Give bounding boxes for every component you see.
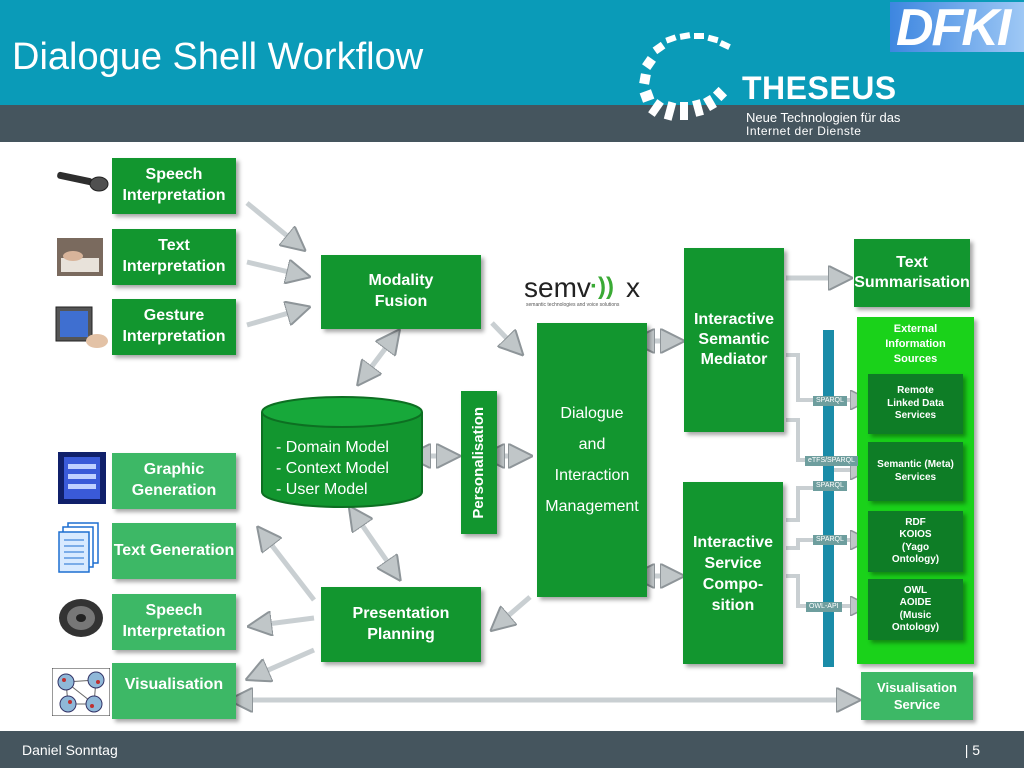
header-subbar xyxy=(0,105,1024,142)
text-generation-box: Text Generation xyxy=(112,523,236,579)
models-list: - Domain Model - Context Model - User Mo… xyxy=(276,437,389,500)
page-title: Dialogue Shell Workflow xyxy=(12,36,424,78)
graphic-display-icon xyxy=(58,452,106,504)
personalisation-label: Personalisation xyxy=(470,406,488,519)
semvox-logo: semv ·)) x semantic technologies and voi… xyxy=(524,272,654,312)
rdf-koios-box: RDF KOIOS (Yago Ontology) xyxy=(868,511,963,572)
theseus-logo-icon xyxy=(639,32,731,121)
page-number: | 5 xyxy=(964,742,980,758)
sparql-label-1: SPARQL xyxy=(813,396,847,406)
semantic-meta-line-2: Services xyxy=(894,471,937,483)
isc-line-1: Interactive xyxy=(692,534,774,551)
visualisation-box: Visualisation xyxy=(112,663,236,719)
semvox-name-b: x xyxy=(626,272,640,303)
header-bar xyxy=(0,0,1024,105)
rdf-line-4: Ontology) xyxy=(891,554,940,565)
network-graph-icon xyxy=(52,668,110,716)
owl-aoide-box: OWL AOIDE (Music Ontology) xyxy=(868,579,963,640)
visualisation-service-box: Visualisation Service xyxy=(861,672,973,720)
semvox-wave-icon: ·)) xyxy=(590,273,614,300)
rdf-line-1: RDF xyxy=(905,516,926,528)
isc-line-2: Service xyxy=(704,555,762,572)
dialogue-interaction-management-box: Dialogue and Interaction Management xyxy=(537,323,647,597)
theseus-tagline-1: Neue Technologien für das xyxy=(746,110,901,125)
dim-line-4: Management xyxy=(545,498,639,515)
gesture-interpretation-box: Gesture Interpretation xyxy=(112,299,236,355)
models-database-icon xyxy=(261,396,423,508)
dim-line-3: Interaction xyxy=(554,467,630,484)
owl-line-1: OWL xyxy=(903,584,928,596)
presentation-planning-box: Presentation Planning xyxy=(321,587,481,662)
text-summarisation-box: Text Summarisation xyxy=(854,239,970,307)
semantic-meta-line-1: Semantic (Meta) xyxy=(877,459,954,470)
rdf-line-2: KOIOS xyxy=(899,529,932,540)
sparql-label-3: SPARQL xyxy=(813,535,847,545)
interactive-semantic-mediator-box: Interactive Semantic Mediator xyxy=(684,248,784,432)
dfki-logo-text: DFKI xyxy=(896,2,1011,52)
etfs-sparql-label: eTFS/SPARQL xyxy=(805,456,858,466)
footer-bar xyxy=(0,731,1024,768)
dim-line-1: Dialogue xyxy=(560,405,624,422)
isc-line-4: sition xyxy=(711,597,755,614)
footer-author: Daniel Sonntag xyxy=(22,742,118,758)
remote-linked-data-line-1: Remote xyxy=(897,385,934,397)
keyboard-hands-icon xyxy=(57,238,103,276)
remote-linked-data-line-2: Linked Data xyxy=(887,397,944,409)
external-sources-title: External Information Sources xyxy=(885,323,946,365)
owl-line-3: (Music xyxy=(899,609,932,621)
domain-model-label: - Domain Model xyxy=(276,439,389,456)
interactive-service-composition-box: Interactive Service Compo- sition xyxy=(683,482,783,664)
remote-linked-data-line-3: Services xyxy=(894,410,937,422)
modality-fusion-box: Modality Fusion xyxy=(321,255,481,329)
microphone-icon xyxy=(57,171,109,192)
documents-icon xyxy=(58,522,99,573)
dfki-logo: DFKI xyxy=(890,2,1024,52)
owl-api-label: OWL-API xyxy=(806,602,842,612)
personalisation-box: Personalisation xyxy=(461,391,497,534)
theseus-tagline-2: Internet der Dienste xyxy=(746,124,862,138)
theseus-name: THESEUS xyxy=(742,70,897,106)
dim-line-2: and xyxy=(578,436,606,453)
semantic-meta-services-box: Semantic (Meta) Services xyxy=(868,442,963,501)
semvox-tagline: semantic technologies and voice solution… xyxy=(526,302,620,308)
isc-line-3: Compo- xyxy=(702,576,764,593)
graphic-generation-box: Graphic Generation xyxy=(112,453,236,509)
touchscreen-icon xyxy=(55,306,108,348)
speech-interpretation-input-box: Speech Interpretation xyxy=(112,158,236,214)
rdf-line-3: (Yago xyxy=(901,541,930,553)
sparql-label-2: SPARQL xyxy=(813,481,847,491)
owl-line-2: AOIDE xyxy=(899,597,932,608)
context-model-label: - Context Model xyxy=(276,460,389,477)
speech-interpretation-output-box: Speech Interpretation xyxy=(112,594,236,650)
semvox-name-a: semv xyxy=(524,272,591,303)
owl-line-4: Ontology) xyxy=(891,622,940,633)
remote-linked-data-box: Remote Linked Data Services xyxy=(868,374,963,434)
user-model-label: - User Model xyxy=(276,481,368,498)
ism-label: Interactive Semantic Mediator xyxy=(693,311,775,368)
text-interpretation-box: Text Interpretation xyxy=(112,229,236,285)
speaker-icon xyxy=(58,597,104,639)
